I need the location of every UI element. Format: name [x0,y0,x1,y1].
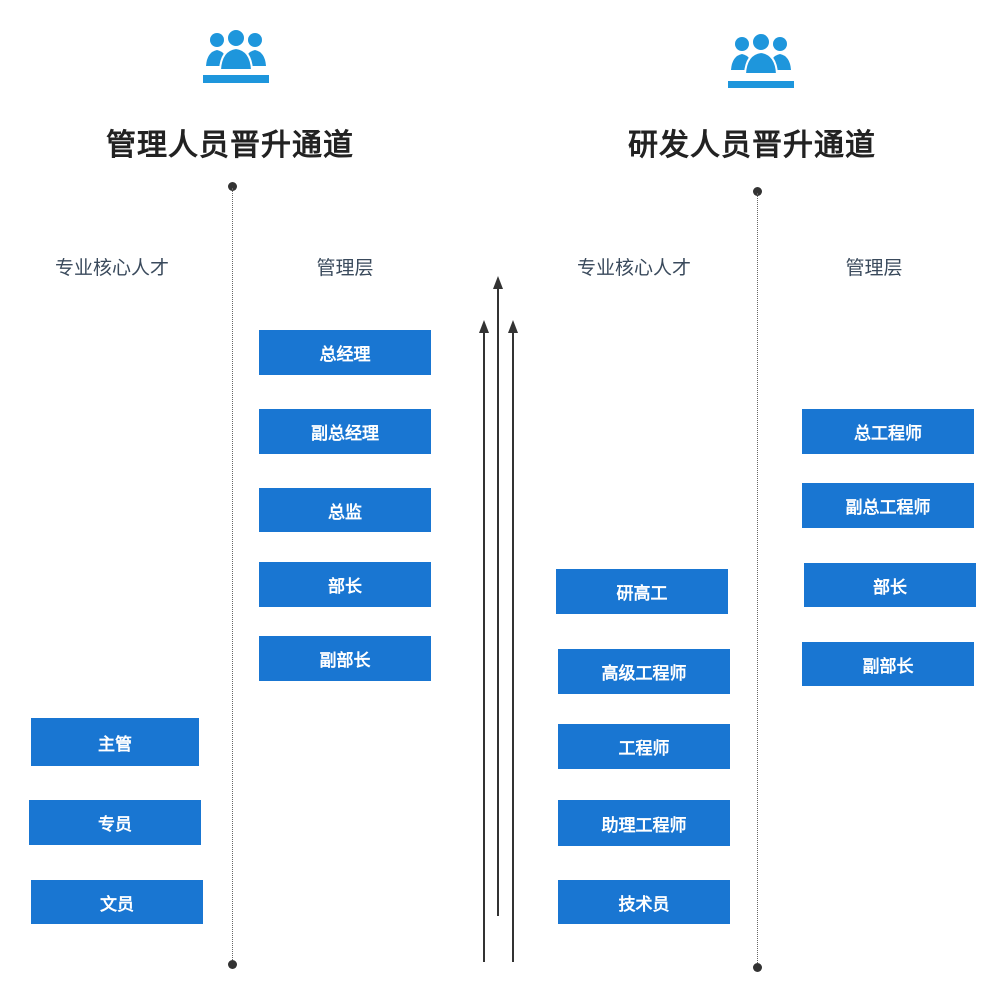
position-box: 高级工程师 [558,649,730,694]
position-box: 副部长 [259,636,431,681]
divider-top-dot [753,187,762,196]
divider-top-dot [228,182,237,191]
right-title: 研发人员晋升通道 [628,128,876,163]
position-box: 副部长 [802,642,974,686]
position-box: 部长 [804,563,976,607]
position-box: 助理工程师 [558,800,730,846]
people-group-icon [728,32,794,88]
position-box: 专员 [29,800,201,845]
position-box: 研高工 [556,569,728,614]
position-box: 副总工程师 [802,483,974,528]
right-divider [757,193,758,965]
position-box: 总监 [259,488,431,532]
column-label-right-professional: 专业核心人才 [576,257,692,279]
position-box: 主管 [31,718,199,766]
position-box: 部长 [259,562,431,607]
position-box: 技术员 [558,880,730,924]
column-label-left-professional: 专业核心人才 [54,257,170,279]
left-title: 管理人员晋升通道 [106,128,354,163]
column-label-right-management: 管理层 [845,257,903,279]
divider-bottom-dot [228,960,237,969]
divider-bottom-dot [753,963,762,972]
position-box: 文员 [31,880,203,924]
position-box: 工程师 [558,724,730,769]
column-label-left-management: 管理层 [316,257,374,279]
left-divider [232,188,233,964]
people-group-icon [203,28,269,83]
position-box: 总经理 [259,330,431,375]
upward-arrows-icon [479,276,518,962]
position-box: 总工程师 [802,409,974,454]
position-box: 副总经理 [259,409,431,454]
